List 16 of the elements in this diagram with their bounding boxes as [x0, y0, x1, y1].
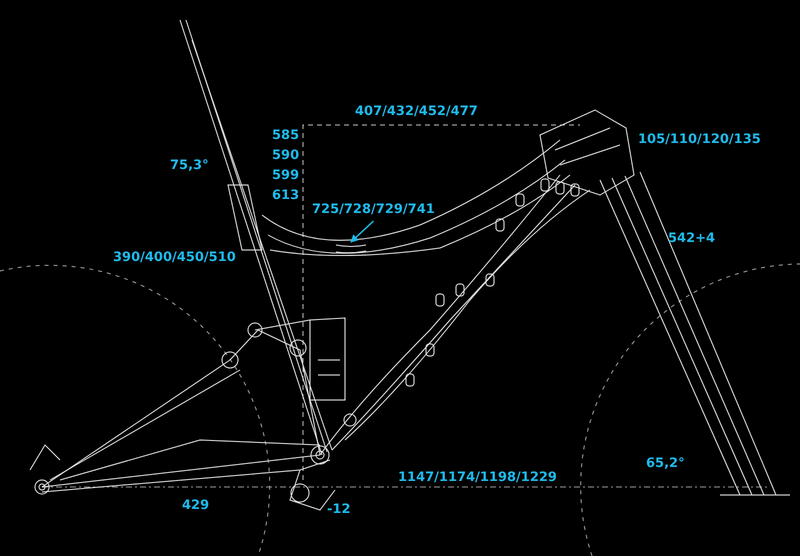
angle-label: 65,2°: [646, 456, 685, 472]
dimension-label: 407/432/452/477: [355, 104, 478, 120]
dimension-label: 390/400/450/510: [113, 250, 236, 266]
angle-label: 75,3°: [170, 158, 209, 174]
dimension-label: 542+4: [668, 231, 716, 247]
dimension-label: -12: [327, 502, 350, 518]
dimension-label: 725/728/729/741: [312, 202, 435, 218]
size-label: 599: [272, 168, 300, 184]
top-tube-segment: [336, 244, 366, 254]
size-label: 585: [272, 128, 300, 144]
leader-arrow: [350, 220, 374, 243]
dimension-label: 1147/1174/1198/1229: [398, 470, 557, 486]
dimension-label: 429: [182, 498, 210, 514]
size-label: 590: [272, 148, 300, 164]
dimension-label: 105/110/120/135: [638, 132, 761, 148]
size-label: 613: [272, 188, 300, 204]
